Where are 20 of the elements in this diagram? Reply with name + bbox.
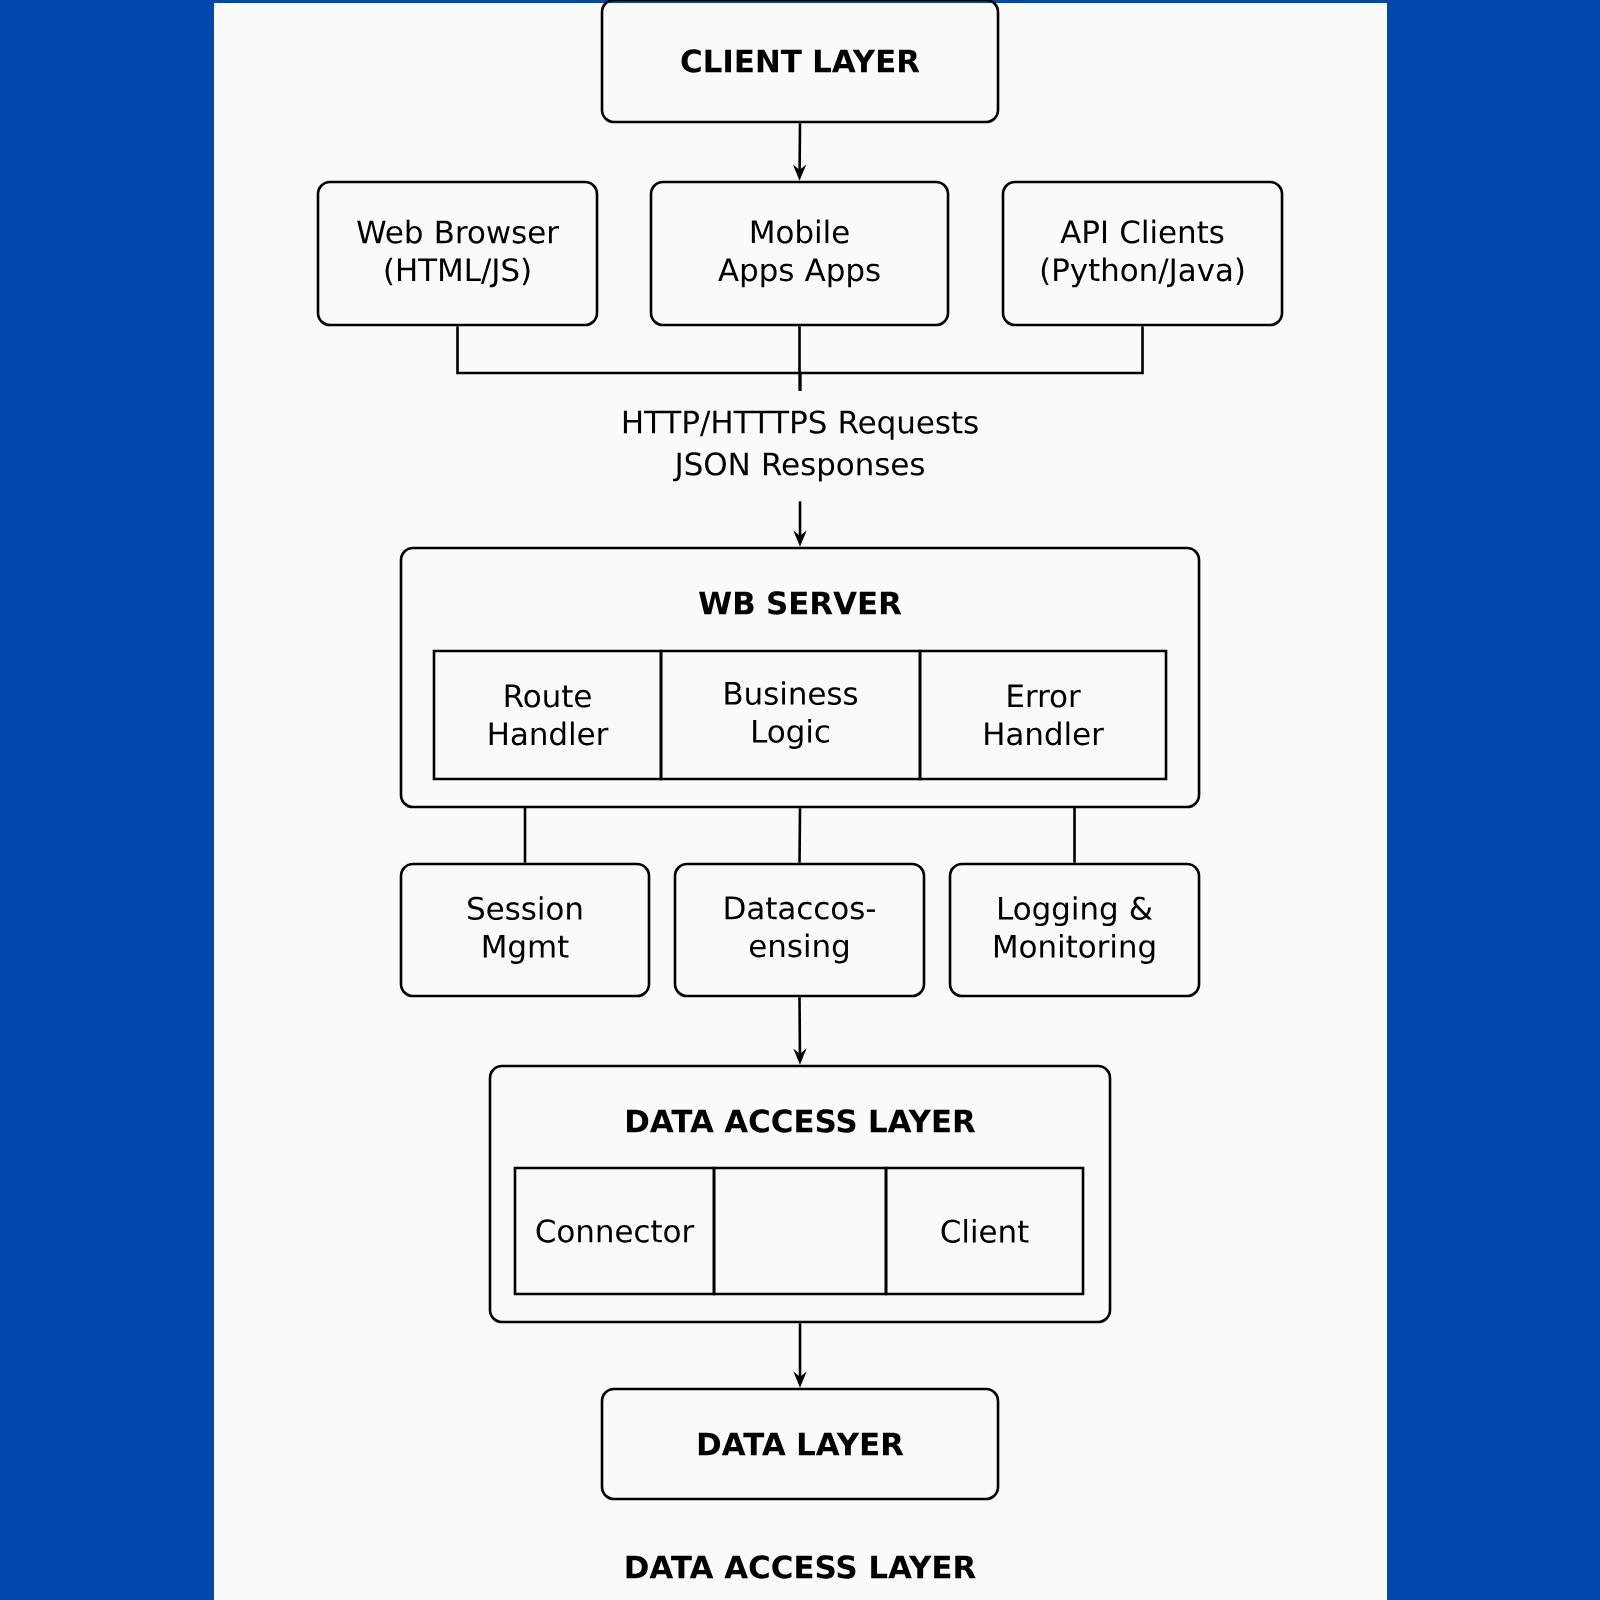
layer-box: CLIENT LAYER — [600, 0, 1000, 124]
module-cell: Business Logic — [659, 649, 922, 781]
bus-line — [798, 326, 1144, 391]
component-box: Dataccos- ensing — [673, 862, 926, 998]
component-box: API Clients (Python/Java) — [1001, 180, 1284, 327]
module-cell: Route Handler — [432, 649, 663, 781]
component-box: Mobile Apps Apps — [649, 180, 950, 327]
footer-label: DATA ACCESS LAYER — [626, 1555, 976, 1579]
protocol-text: HTTP/HTTTPS Requests JSON Responses — [623, 410, 978, 482]
module-cell: Error Handler — [918, 649, 1168, 781]
component-box: Web Browser (HTML/JS) — [316, 180, 599, 327]
connector-line — [798, 808, 802, 863]
layer-box: DATA LAYER — [600, 1387, 1000, 1501]
module-cell: Connector — [513, 1166, 716, 1296]
component-box: Session Mgmt — [399, 862, 651, 998]
empty-cell — [712, 1166, 888, 1296]
component-box: Logging & Monitoring — [948, 862, 1201, 998]
connector-line — [523, 807, 527, 863]
connector-line — [1073, 807, 1076, 863]
module-cell: Client — [884, 1166, 1085, 1296]
